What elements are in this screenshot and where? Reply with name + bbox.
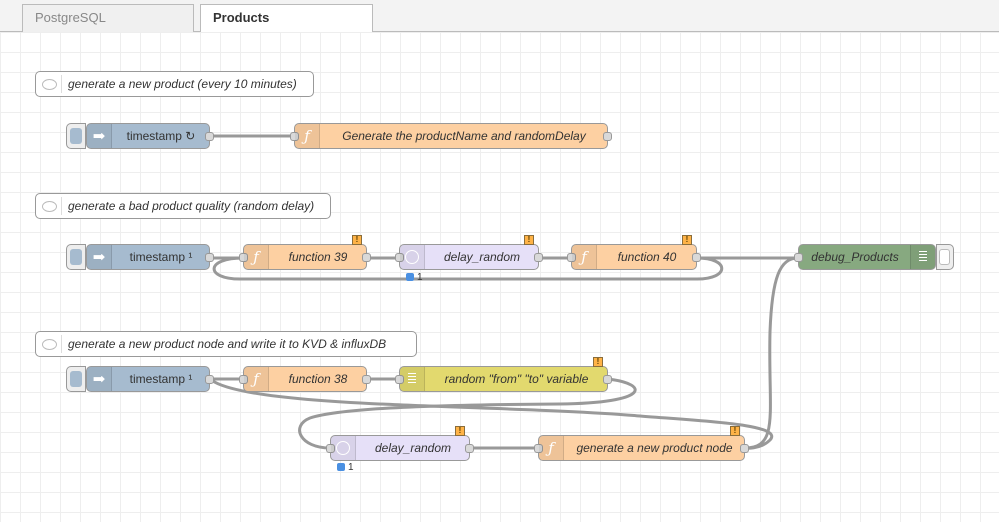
comment-icon — [39, 197, 62, 215]
node-label: random "from" "to" variable — [444, 372, 589, 386]
delay-node-random-2[interactable]: delay_random ! — [326, 426, 474, 461]
warning-icon: ! — [455, 426, 465, 436]
node-label: Generate the productName and randomDelay — [342, 129, 586, 143]
comment-text: generate a new product node and write it… — [68, 337, 387, 351]
function-icon: ƒ — [539, 436, 564, 460]
warning-icon: ! — [352, 235, 362, 245]
node-label: function 40 — [617, 250, 677, 264]
wire — [744, 256, 799, 450]
list-icon — [400, 367, 425, 391]
status-dot-icon — [406, 273, 414, 282]
comment-text: generate a bad product quality (random d… — [68, 199, 315, 213]
inject-button[interactable] — [66, 366, 86, 392]
node-label: function 38 — [288, 372, 348, 386]
function-icon: ƒ — [244, 245, 269, 269]
flow-workspace[interactable]: generate a new product (every 10 minutes… — [0, 32, 999, 522]
output-port[interactable] — [603, 132, 612, 141]
comment-icon — [39, 75, 62, 93]
list-icon — [910, 245, 935, 269]
delay-node-random[interactable]: delay_random ! — [395, 235, 543, 270]
output-port[interactable] — [205, 132, 214, 141]
input-port[interactable] — [794, 253, 803, 262]
output-port[interactable] — [205, 253, 214, 262]
node-label: timestamp ¹ — [129, 250, 193, 264]
status-count: 1 — [417, 272, 423, 283]
node-label: timestamp ↻ — [126, 129, 196, 143]
input-port[interactable] — [239, 253, 248, 262]
output-port[interactable] — [465, 444, 474, 453]
tab-bar: PostgreSQL Products — [0, 0, 999, 33]
inject-node-timestamp-once-2[interactable]: ➡ timestamp ¹ — [86, 366, 214, 392]
node-label: timestamp ¹ — [129, 372, 193, 386]
output-port[interactable] — [740, 444, 749, 453]
tab-products[interactable]: Products — [200, 4, 373, 33]
function-node-40[interactable]: ƒ function 40 ! — [567, 235, 701, 270]
inject-node-timestamp[interactable]: ➡ timestamp ↻ — [86, 123, 214, 149]
output-port[interactable] — [603, 375, 612, 384]
node-label: delay_random — [443, 250, 521, 264]
input-port[interactable] — [290, 132, 299, 141]
tab-postgresql[interactable]: PostgreSQL — [22, 4, 194, 32]
node-status: 1 — [337, 463, 354, 473]
comment-bad-product[interactable]: generate a bad product quality (random d… — [35, 193, 331, 219]
warning-icon: ! — [730, 426, 740, 436]
input-port[interactable] — [239, 375, 248, 384]
inject-button[interactable] — [66, 123, 86, 149]
node-label: delay_random — [374, 441, 452, 455]
comment-text: generate a new product (every 10 minutes… — [68, 77, 297, 91]
input-port[interactable] — [534, 444, 543, 453]
debug-toggle-button[interactable] — [936, 244, 954, 270]
function-node-39[interactable]: ƒ function 39 ! — [239, 235, 371, 270]
arrow-icon: ➡ — [87, 245, 112, 269]
output-port[interactable] — [362, 375, 371, 384]
output-port[interactable] — [692, 253, 701, 262]
function-icon: ƒ — [295, 124, 320, 148]
wire — [298, 377, 637, 450]
warning-icon: ! — [524, 235, 534, 245]
arrow-icon: ➡ — [87, 124, 112, 148]
function-node-generate-product-node[interactable]: ƒ generate a new product node ! — [534, 426, 749, 461]
output-port[interactable] — [534, 253, 543, 262]
warning-icon: ! — [682, 235, 692, 245]
wire — [209, 377, 774, 450]
function-icon: ƒ — [244, 367, 269, 391]
node-label: debug_Products — [811, 250, 899, 264]
input-port[interactable] — [567, 253, 576, 262]
arrow-icon: ➡ — [87, 367, 112, 391]
warning-icon: ! — [593, 357, 603, 367]
status-count: 1 — [348, 462, 354, 473]
wire — [212, 256, 724, 281]
node-label: generate a new product node — [576, 441, 733, 455]
input-port[interactable] — [326, 444, 335, 453]
node-label: function 39 — [288, 250, 348, 264]
node-status: 1 — [406, 273, 423, 283]
output-port[interactable] — [362, 253, 371, 262]
function-node-generate-productname[interactable]: ƒ Generate the productName and randomDel… — [290, 123, 612, 149]
input-port[interactable] — [395, 375, 404, 384]
inject-button[interactable] — [66, 244, 86, 270]
comment-icon — [39, 335, 62, 353]
timer-icon — [331, 436, 356, 460]
timer-icon — [400, 245, 425, 269]
function-icon: ƒ — [572, 245, 597, 269]
input-port[interactable] — [395, 253, 404, 262]
status-dot-icon — [337, 463, 345, 472]
comment-generate-product[interactable]: generate a new product (every 10 minutes… — [35, 71, 314, 97]
function-node-38[interactable]: ƒ function 38 — [239, 366, 371, 392]
change-node-random-variable[interactable]: random "from" "to" variable ! — [395, 357, 612, 392]
inject-node-timestamp-once[interactable]: ➡ timestamp ¹ — [86, 244, 214, 270]
output-port[interactable] — [205, 375, 214, 384]
wires-layer — [209, 134, 799, 450]
debug-node-products[interactable]: debug_Products — [794, 244, 936, 270]
comment-product-node[interactable]: generate a new product node and write it… — [35, 331, 417, 357]
